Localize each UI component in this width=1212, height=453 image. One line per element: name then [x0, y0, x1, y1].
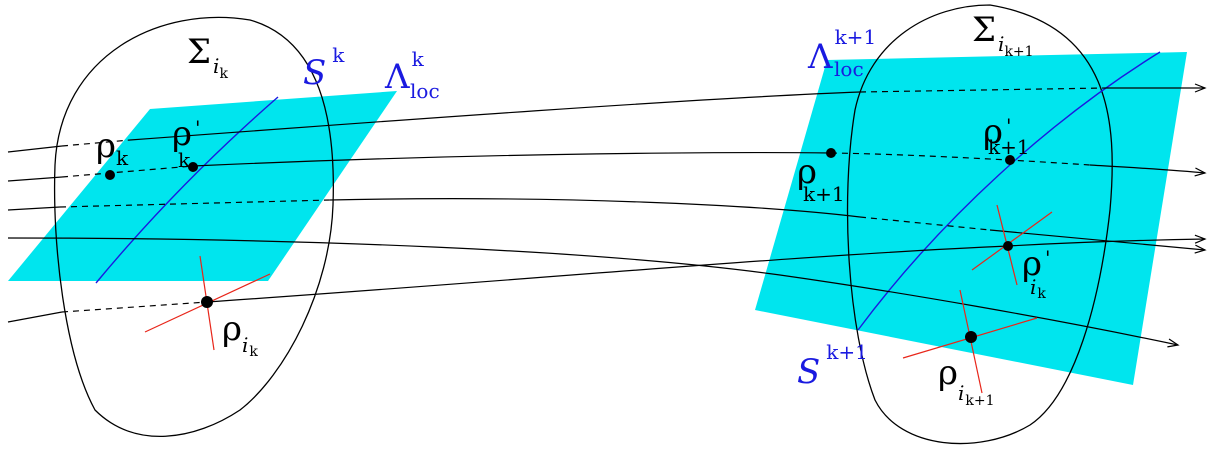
trajectory-1-hidden-part [61, 139, 131, 147]
local-plane-right [755, 52, 1187, 385]
trajectory-1 [7, 145, 63, 153]
trajectory-5-end [1007, 234, 1207, 247]
label-rho-ik-prime: ρ'ik [1022, 244, 1051, 302]
section-right-closed-curve [846, 4, 1113, 445]
point-rho-k1-prime [1005, 155, 1015, 165]
trajectory-1-hidden-right [859, 87, 1106, 93]
point-rho-ik [201, 296, 213, 308]
trajectory-2 [7, 176, 63, 182]
trajectory-4 [7, 237, 1180, 348]
point-rho-k [105, 170, 115, 180]
section-left-closed-curve [53, 16, 334, 437]
trajectory-5-main [206, 245, 1009, 303]
trajectory-5 [7, 311, 63, 323]
trajectory-2-hidden-right [830, 152, 1091, 166]
label-rho-ik1: ρik+1 [938, 353, 995, 409]
label-rho-k: ρk [96, 126, 129, 170]
point-rho-ik1 [965, 331, 977, 343]
trajectory-3-main [329, 198, 861, 218]
trajectory-3 [7, 206, 61, 211]
trajectory-2-end [1089, 164, 1207, 177]
trajectory-5-hidden-part [61, 301, 208, 313]
trajectory-1-main [129, 91, 861, 141]
point-rho-k-prime [188, 162, 198, 172]
manifold-curve-S-k [95, 96, 279, 284]
label-rho-ik: ρik [222, 309, 258, 360]
label-rho-k-prime: ρ'k [172, 114, 201, 172]
trajectory-3-hidden-part [59, 199, 331, 208]
point-rho-k1 [826, 148, 836, 158]
trajectory-2-main [192, 152, 832, 167]
manifold-curve-S-k1 [857, 51, 1161, 331]
local-plane-left [8, 91, 397, 281]
label-rho-k1-prime: ρ'k+1 [983, 112, 1030, 159]
point-rho-ik-prime [1003, 241, 1013, 251]
